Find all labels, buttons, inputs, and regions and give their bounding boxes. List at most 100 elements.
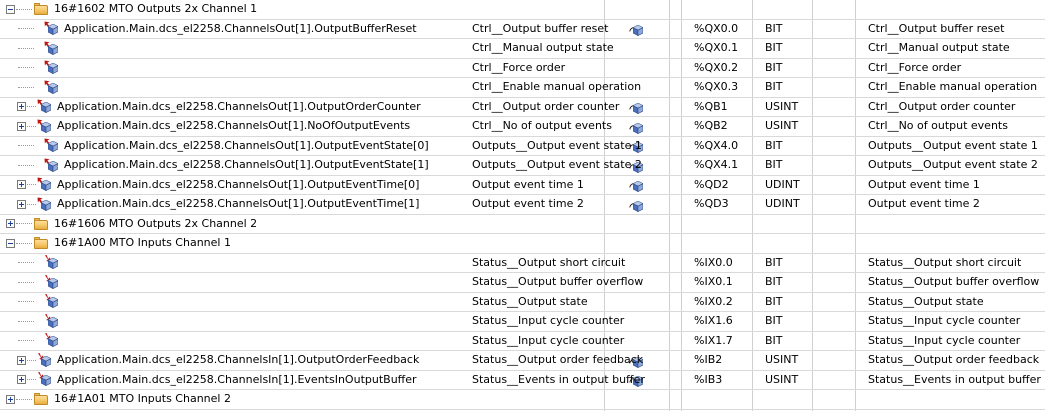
channel-cell bbox=[472, 0, 677, 19]
mapping-icon[interactable] bbox=[628, 21, 646, 36]
variable-cell[interactable] bbox=[0, 78, 64, 97]
type-cell bbox=[753, 234, 813, 253]
variable-cell[interactable] bbox=[0, 312, 64, 331]
table-row[interactable]: Application.Main.dcs_el2258.ChannelsOut[… bbox=[0, 195, 1045, 215]
table-row[interactable]: 16#1602 MTO Outputs 2x Channel 1 bbox=[0, 0, 1045, 20]
table-row[interactable]: Application.Main.dcs_el2258.ChannelsOut[… bbox=[0, 98, 1045, 117]
mapping-icon[interactable] bbox=[628, 158, 646, 173]
mapping-cell[interactable] bbox=[605, 371, 669, 390]
table-row[interactable]: Application.Main.dcs_el2258.ChannelsOut[… bbox=[0, 20, 1045, 39]
mapping-icon[interactable] bbox=[628, 197, 646, 212]
variable-cell[interactable]: Application.Main.dcs_el2258.ChannelsOut[… bbox=[0, 156, 429, 175]
column-divider-mapping[interactable] bbox=[669, 0, 670, 411]
table-row[interactable]: Application.Main.dcs_el2258.ChannelsIn[1… bbox=[0, 351, 1045, 371]
column-divider-channel[interactable] bbox=[681, 0, 682, 411]
variable-cell[interactable]: 16#1A00 MTO Inputs Channel 1 bbox=[0, 234, 231, 253]
folder-label: 16#1A01 MTO Inputs Channel 2 bbox=[54, 392, 231, 405]
variable-cell[interactable]: Application.Main.dcs_el2258.ChannelsOut[… bbox=[0, 137, 429, 156]
mapping-cell[interactable] bbox=[605, 117, 669, 136]
channel-cell: Ctrl__Force order bbox=[472, 60, 566, 74]
column-divider-unit[interactable] bbox=[855, 0, 856, 411]
variable-cell[interactable]: Application.Main.dcs_el2258.ChannelsOut[… bbox=[0, 195, 419, 214]
description-cell: Ctrl__Output order counter bbox=[868, 99, 1016, 113]
mapping-icon[interactable] bbox=[628, 372, 646, 387]
description-cell: Status__Output short circuit bbox=[868, 255, 1022, 269]
table-row[interactable]: Application.Main.dcs_el2258.ChannelsOut[… bbox=[0, 156, 1045, 176]
mapping-cell[interactable] bbox=[605, 156, 669, 175]
cube-glyph bbox=[633, 181, 643, 192]
variable-cell[interactable] bbox=[0, 254, 64, 273]
tree-line bbox=[16, 8, 32, 10]
address-cell: %IX0.0 bbox=[694, 255, 733, 269]
address-cell: %IB3 bbox=[694, 372, 723, 386]
tree-line bbox=[27, 125, 36, 127]
collapse-button[interactable] bbox=[6, 238, 15, 248]
expand-button[interactable] bbox=[6, 394, 15, 404]
mapping-icon[interactable] bbox=[628, 353, 646, 368]
variable-cell[interactable]: Application.Main.dcs_el2258.ChannelsIn[1… bbox=[0, 351, 419, 370]
expand-button[interactable] bbox=[17, 102, 26, 112]
variable-cell[interactable]: Application.Main.dcs_el2258.ChannelsIn[1… bbox=[0, 371, 417, 390]
variable-cell[interactable] bbox=[0, 332, 64, 351]
variable-cell[interactable] bbox=[0, 293, 64, 312]
channel-cell: Ctrl__Manual output state bbox=[472, 41, 614, 54]
table-row[interactable]: Application.Main.dcs_el2258.ChannelsIn[1… bbox=[0, 371, 1045, 390]
mapping-cell[interactable] bbox=[605, 20, 669, 39]
expand-button[interactable] bbox=[17, 375, 26, 385]
unit-cell bbox=[813, 78, 855, 97]
table-row[interactable]: Application.Main.dcs_el2258.ChannelsOut[… bbox=[0, 117, 1045, 137]
column-divider-address[interactable] bbox=[752, 0, 753, 411]
variable-cell[interactable]: Application.Main.dcs_el2258.ChannelsOut[… bbox=[0, 117, 410, 136]
expand-button[interactable] bbox=[17, 121, 26, 131]
mapping-cell[interactable] bbox=[605, 351, 669, 370]
table-row[interactable]: Application.Main.dcs_el2258.ChannelsOut[… bbox=[0, 137, 1045, 156]
expand-button[interactable] bbox=[6, 219, 15, 229]
variable-cell[interactable]: 16#1A01 MTO Inputs Channel 2 bbox=[0, 390, 231, 409]
type-cell: BIT bbox=[765, 333, 783, 347]
mapping-icon[interactable] bbox=[628, 119, 646, 134]
mapping-cell[interactable] bbox=[605, 176, 669, 195]
mapping-icon[interactable] bbox=[628, 99, 646, 114]
address-cell: %QD3 bbox=[694, 197, 729, 210]
expand-button[interactable] bbox=[17, 355, 26, 365]
column-divider-variable[interactable] bbox=[604, 0, 605, 411]
mapping-cell[interactable] bbox=[605, 137, 669, 156]
variable-cell[interactable]: 16#1606 MTO Outputs 2x Channel 2 bbox=[0, 215, 257, 234]
mapping-cell[interactable] bbox=[605, 98, 669, 117]
variable-cell[interactable]: Application.Main.dcs_el2258.ChannelsOut[… bbox=[0, 20, 417, 39]
mapping-icon[interactable] bbox=[628, 177, 646, 192]
variable-cell[interactable]: Application.Main.dcs_el2258.ChannelsOut[… bbox=[0, 176, 419, 195]
expand-button[interactable] bbox=[17, 199, 26, 209]
channel-cell: Status__Output state bbox=[472, 294, 588, 308]
unit-cell bbox=[813, 273, 855, 292]
column-divider-type[interactable] bbox=[812, 0, 813, 411]
variable-cell[interactable] bbox=[0, 273, 64, 292]
variable-cell[interactable] bbox=[0, 39, 64, 58]
collapse-button[interactable] bbox=[6, 4, 15, 14]
expand-button[interactable] bbox=[17, 180, 26, 190]
output-variable-icon bbox=[37, 197, 53, 212]
unit-cell bbox=[813, 156, 855, 175]
table-row[interactable]: 16#1606 MTO Outputs 2x Channel 2 bbox=[0, 215, 1045, 234]
table-row[interactable]: 16#1A01 MTO Inputs Channel 2 bbox=[0, 390, 1045, 410]
type-cell: BIT bbox=[765, 294, 783, 308]
table-row[interactable]: Application.Main.dcs_el2258.ChannelsOut[… bbox=[0, 176, 1045, 195]
unit-cell bbox=[813, 98, 855, 117]
table-row[interactable]: 16#1A00 MTO Inputs Channel 1 bbox=[0, 234, 1045, 254]
mapping-cell[interactable] bbox=[605, 195, 669, 214]
variable-cell[interactable] bbox=[0, 59, 64, 78]
mapping-icon[interactable] bbox=[628, 138, 646, 153]
variable-cell[interactable]: 16#1602 MTO Outputs 2x Channel 1 bbox=[0, 0, 257, 19]
input-variable-icon bbox=[37, 372, 53, 387]
output-variable-icon bbox=[37, 99, 53, 114]
variable-cell[interactable]: Application.Main.dcs_el2258.ChannelsOut[… bbox=[0, 98, 421, 117]
